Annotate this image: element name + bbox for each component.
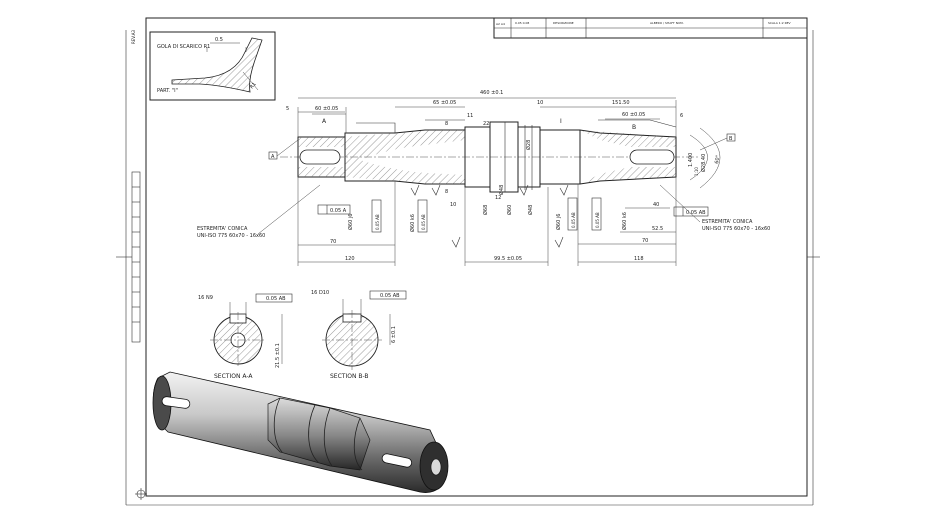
section-a-label: SECTION A-A bbox=[214, 373, 253, 380]
section-b-depth: 6 ±0.1 bbox=[391, 326, 397, 343]
title-cell-4: ALBERO / SHAFT NUM. bbox=[650, 21, 684, 25]
dim-60-left: 60 ±0.05 bbox=[315, 106, 338, 112]
dim-40: 40 bbox=[653, 202, 659, 208]
tol-right: 0.05 AB bbox=[686, 210, 706, 216]
datum-a: A bbox=[271, 154, 275, 160]
tol-frame-mid-left: 0.05 AB bbox=[375, 214, 380, 230]
main-dimensions: 460 ±0.1 5 60 ±0.05 65 ±0.05 11 10 151.5… bbox=[286, 90, 683, 266]
tol-left: 0.05 A bbox=[330, 208, 347, 214]
dim-10-top: 10 bbox=[537, 100, 543, 106]
dim-12: 12 bbox=[495, 195, 501, 201]
left-zone-ruler: REV.A3 bbox=[116, 29, 820, 343]
section-marker-a: A bbox=[322, 118, 327, 125]
dim-11: 11 bbox=[467, 113, 473, 119]
dia-arc-angle: 60° bbox=[714, 154, 722, 164]
note-right-line2: UNI-ISO 775 60x70 - 16x60 bbox=[702, 226, 770, 232]
note-right-line1: ESTREMITA' CONICA bbox=[702, 219, 753, 225]
dim-8a: 8 bbox=[445, 121, 448, 127]
dim-overall-length: 460 ±0.1 bbox=[480, 90, 503, 96]
tol-frame-b-left: 0.05 AB bbox=[421, 214, 426, 230]
detail-title: GOLA DI SCARICO R1 bbox=[157, 44, 210, 50]
dim-65: 65 ±0.05 bbox=[433, 100, 456, 106]
section-b-tol: 0.05 AB bbox=[380, 293, 400, 299]
tolerance-frames: 0.05 A 0.05 AB 0.05 AB 0.05 AB 0.05 AB 0… bbox=[317, 197, 709, 233]
dim-10-bot: 10 bbox=[450, 202, 456, 208]
detail-dim-r: R1 bbox=[249, 81, 258, 90]
section-b-key-dim: 16 D10 bbox=[311, 290, 329, 296]
dim-6-right: 6 bbox=[680, 113, 683, 119]
dim-70-right: 70 bbox=[642, 238, 648, 244]
title-cell-3: DESCRIZIONE bbox=[553, 21, 574, 25]
shaft-3d-render bbox=[152, 371, 449, 493]
diam-60h6-right: Ø60 j6 bbox=[555, 214, 562, 230]
title-cell-2: 0.05 0.08 bbox=[515, 21, 529, 25]
diam-48b: Ø48 bbox=[498, 185, 505, 195]
note-left-line2: UNI-ISO 775 60x70 - 16x60 bbox=[197, 233, 265, 239]
dim-60-right: 60 ±0.05 bbox=[622, 112, 645, 118]
section-marker-b: B bbox=[632, 124, 636, 131]
dim-99: 99.5 ±0.05 bbox=[494, 256, 522, 262]
diam-60k6-left: Ø60 k6 bbox=[409, 214, 416, 232]
dim-70-left: 70 bbox=[330, 239, 336, 245]
section-a-view: 16 N9 0.05 AB 21.5 ±0.1 SECTION A-A bbox=[198, 293, 293, 380]
detail-label: PART. "I" bbox=[157, 88, 178, 94]
dim-5: 5 bbox=[286, 106, 289, 112]
dia-dim-v: 1.400 bbox=[688, 153, 694, 167]
diam-68: Ø68 bbox=[482, 205, 489, 215]
surface-finish-markers bbox=[410, 184, 569, 248]
section-a-tol: 0.05 AB bbox=[266, 296, 286, 302]
tol-frame-b-right: 0.05 AB bbox=[595, 212, 600, 228]
section-a-depth: 21.5 ±0.1 bbox=[275, 343, 281, 368]
title-block: A2 A4 0.05 0.08 DESCRIZIONE ALBERO / SHA… bbox=[493, 17, 808, 39]
section-b-view: 16 D10 0.05 AB 6 ±0.1 SECTION B-B bbox=[311, 290, 407, 380]
dim-120: 120 bbox=[345, 256, 355, 262]
detail-dim-top: 0.5 bbox=[215, 37, 223, 43]
dim-118: 118 bbox=[634, 256, 644, 262]
revision-side-label: REV.A3 bbox=[131, 29, 136, 44]
title-cell-1: A2 A4 bbox=[496, 22, 505, 26]
note-left-line1: ESTREMITA' CONICA bbox=[197, 226, 248, 232]
diam-60k6-right: Ø60 k6 bbox=[621, 212, 628, 230]
main-annotations: A B I Ø28 Ø60 Ø68 Ø48 Ø48 Ø60 j6 Ø60 k6 … bbox=[268, 118, 736, 232]
dia-arc-bot: 1:10 bbox=[694, 167, 699, 176]
diam-28: Ø28 bbox=[525, 140, 532, 150]
detail-view: GOLA DI SCARICO R1 PART. "I" 0.5 R1 bbox=[149, 31, 276, 101]
dim-52: 52.5 bbox=[652, 226, 663, 232]
part-i-marker: I bbox=[560, 118, 562, 125]
diam-60h6-left: Ø60 j6 bbox=[347, 214, 354, 230]
dim-151: 151.50 bbox=[612, 100, 630, 106]
section-b-label: SECTION B-B bbox=[330, 373, 369, 380]
section-a-key-dim: 16 N9 bbox=[198, 295, 213, 301]
dim-22: 22 bbox=[483, 121, 489, 127]
notes: ESTREMITA' CONICA UNI-ISO 775 60x70 - 16… bbox=[197, 184, 770, 239]
title-cell-5: SCALA 1:2 REV bbox=[768, 21, 792, 25]
diam-48a: Ø48 bbox=[527, 205, 534, 215]
diam-60: Ø60 bbox=[506, 205, 513, 215]
datum-b: B bbox=[729, 136, 733, 142]
dia-arc-top: Ø28.40 bbox=[700, 154, 707, 172]
tol-frame-mid-right: 0.05 AB bbox=[571, 212, 576, 228]
main-shaft-view bbox=[280, 100, 700, 193]
dim-8b: 8 bbox=[445, 189, 448, 195]
